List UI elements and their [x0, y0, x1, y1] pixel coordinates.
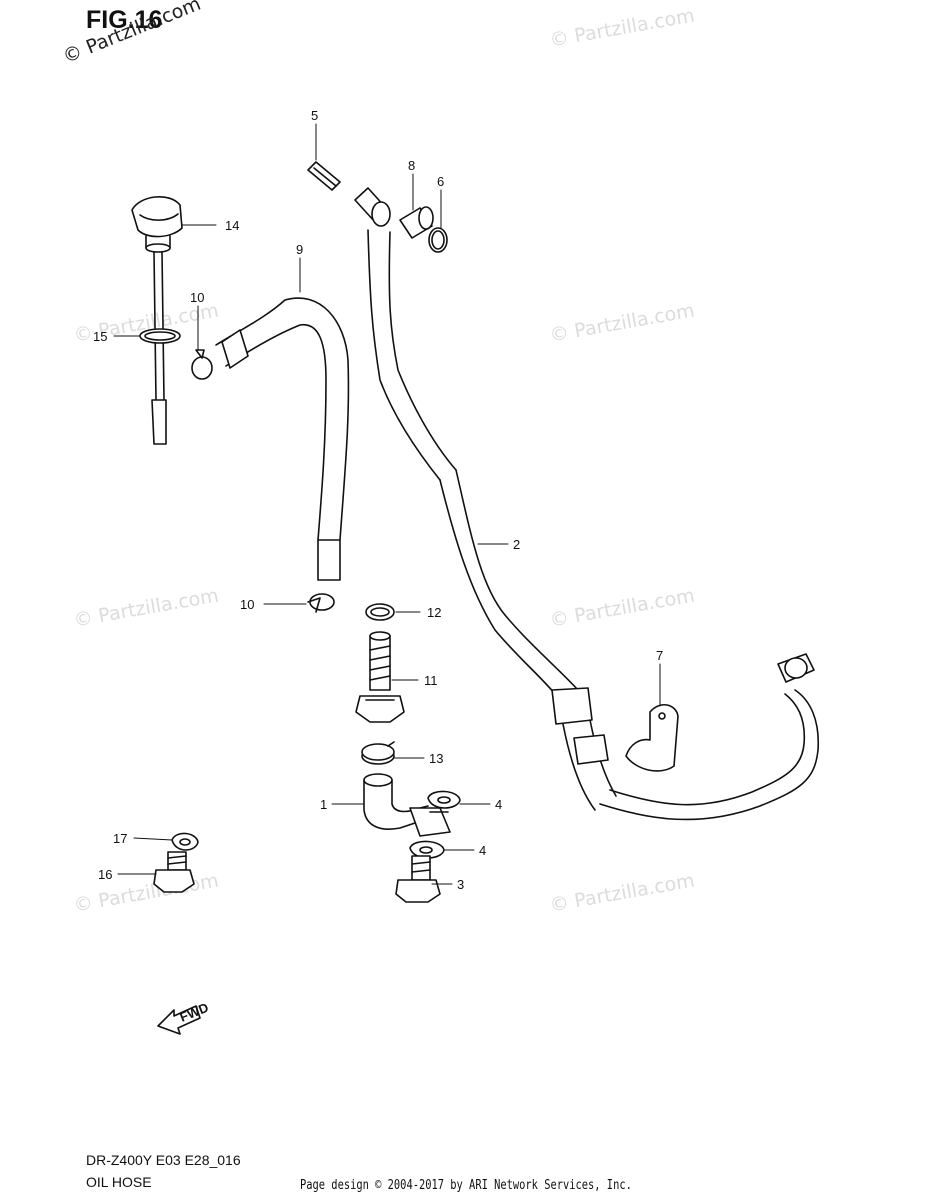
part-17-gasket: [171, 832, 199, 851]
callout-5: 5: [311, 108, 318, 123]
figure-title: FIG.16: [86, 6, 163, 34]
part-10-clamp-top: [191, 349, 213, 380]
part-1-elbow-hose: [363, 773, 451, 837]
leader-lines: [113, 123, 661, 885]
fwd-arrow: [157, 1005, 201, 1035]
footer-credit: Page design © 2004-2017 by ARI Network S…: [300, 1178, 632, 1193]
part-13-hose-clamp: [361, 741, 395, 765]
callout-14: 14: [225, 218, 239, 233]
callout-1: 1: [320, 797, 327, 812]
part-7-clamp-bracket: [625, 704, 679, 772]
part-5-bolt: [307, 161, 341, 191]
callout-9: 9: [296, 242, 303, 257]
callout-16: 16: [98, 867, 112, 882]
part-14-filler-cap: [131, 196, 183, 253]
callout-15: 15: [93, 329, 107, 344]
section-name: OIL HOSE: [86, 1174, 152, 1190]
callout-3: 3: [457, 877, 464, 892]
callout-7: 7: [656, 648, 663, 663]
model-code: DR-Z400Y E03 E28_016: [86, 1152, 241, 1168]
callout-17: 17: [113, 831, 127, 846]
callout-8: 8: [408, 158, 415, 173]
callout-10-bottom: 10: [240, 597, 254, 612]
callout-4-lower: 4: [479, 843, 486, 858]
callout-6: 6: [437, 174, 444, 189]
part-16-drain-plug: [153, 851, 195, 893]
callout-2: 2: [513, 537, 520, 552]
part-12-washer: [365, 603, 395, 621]
part-9-breather-hose: [215, 297, 350, 581]
part-10-clamp-bottom: [307, 593, 335, 613]
callout-11: 11: [424, 673, 438, 688]
part-8-spacer: [399, 206, 434, 239]
callout-12: 12: [427, 605, 441, 620]
part-2-oil-hose: [354, 187, 820, 821]
part-3-union-bolt: [395, 855, 441, 903]
part-4-gasket-upper: [427, 790, 461, 809]
part-15-dipstick: [139, 251, 181, 445]
callout-13: 13: [429, 751, 443, 766]
part-11-union: [355, 631, 405, 723]
callout-4-upper: 4: [495, 797, 502, 812]
callout-10-top: 10: [190, 290, 204, 305]
